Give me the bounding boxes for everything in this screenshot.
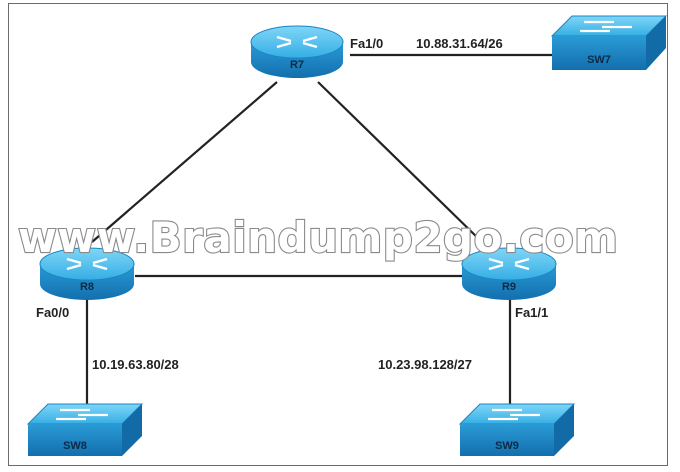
router-arrows-icon bbox=[276, 35, 318, 49]
switch-arrows-icon bbox=[56, 408, 108, 421]
subnet-label-sw9: 10.23.98.128/27 bbox=[378, 357, 472, 372]
router-arrows-icon bbox=[66, 257, 108, 271]
switch-sw8[interactable]: SW8 bbox=[26, 403, 144, 456]
interface-label-r9-fa1-1: Fa1/1 bbox=[515, 305, 548, 320]
switch-label-sw7: SW7 bbox=[587, 54, 611, 66]
switch-sw9[interactable]: SW9 bbox=[458, 403, 576, 456]
router-label-r7: R7 bbox=[290, 59, 304, 71]
switch-label-sw9: SW9 bbox=[495, 440, 519, 452]
diagram-frame bbox=[8, 3, 668, 466]
router-r8[interactable]: R8 bbox=[39, 247, 135, 300]
link-r7-r9 bbox=[317, 81, 483, 243]
link-r7-r8 bbox=[91, 81, 278, 243]
watermark-text: www.Braindump2go.com bbox=[18, 213, 618, 262]
switch-label-sw8: SW8 bbox=[63, 440, 87, 452]
router-r9[interactable]: R9 bbox=[461, 247, 557, 300]
interface-label-r8-fa0-0: Fa0/0 bbox=[36, 305, 69, 320]
switch-arrows-icon bbox=[580, 20, 632, 33]
switch-sw7[interactable]: SW7 bbox=[550, 15, 668, 70]
router-label-r8: R8 bbox=[80, 281, 94, 293]
interface-label-r7-fa1-0: Fa1/0 bbox=[350, 36, 383, 51]
links bbox=[85, 53, 555, 415]
router-arrows-icon bbox=[488, 257, 530, 271]
router-r7[interactable]: R7 bbox=[250, 25, 344, 78]
switch-arrows-icon bbox=[488, 408, 540, 421]
subnet-label-sw8: 10.19.63.80/28 bbox=[92, 357, 179, 372]
router-label-r9: R9 bbox=[502, 281, 516, 293]
subnet-label-sw7: 10.88.31.64/26 bbox=[416, 36, 503, 51]
